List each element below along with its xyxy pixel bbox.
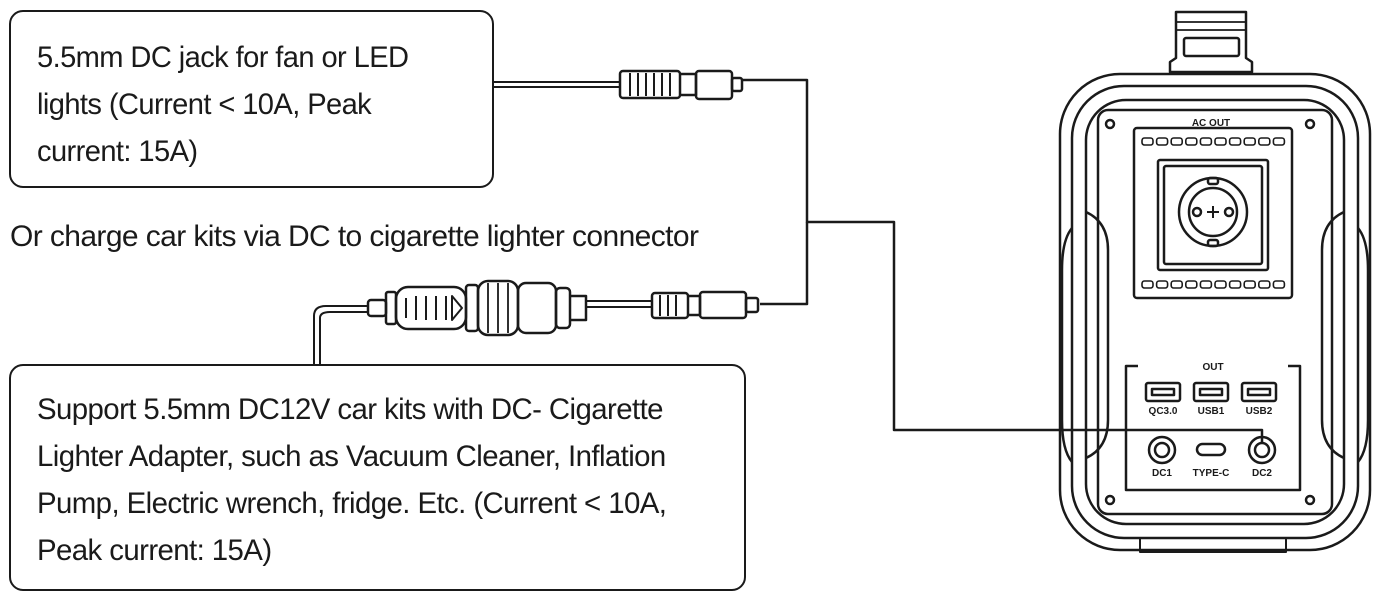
vent-slot [1155, 280, 1169, 289]
vent-row-bottom [1141, 280, 1286, 289]
ac-out-label: AC OUT [1192, 118, 1230, 129]
vent-slot [1258, 137, 1271, 146]
usb-port-label-qc30: QC3.0 [1149, 406, 1178, 417]
connection-line-dc-jack [742, 78, 1264, 444]
vent-row-top [1141, 137, 1286, 146]
port-label-type-c: TYPE-C [1193, 468, 1230, 479]
vent-slot [1272, 137, 1286, 146]
power-station [1058, 10, 1372, 553]
vent-slot [1199, 280, 1213, 289]
vent-slot [1155, 137, 1169, 146]
callout-car-kits-line: Support 5.5mm DC12V car kits with DC- Ci… [37, 393, 664, 426]
vent-slot [1185, 280, 1198, 289]
cigarette-adapter-cable [313, 279, 760, 365]
callout-car-kits: Support 5.5mm DC12V car kits with DC- Ci… [9, 364, 746, 591]
connection-line-cigarette [760, 222, 809, 306]
vent-slot [1141, 137, 1154, 146]
vent-slot [1214, 280, 1227, 289]
dc-port-label-dc1: DC1 [1152, 468, 1172, 479]
caption-cigarette-connector: Or charge car kits via DC to cigarette l… [10, 220, 699, 253]
callout-car-kits-line: Pump, Electric wrench, fridge. Etc. (Cur… [37, 487, 667, 520]
vent-slot [1228, 280, 1242, 289]
callout-dc-jack: 5.5mm DC jack for fan or LED lights (Cur… [9, 10, 494, 188]
callout-dc-jack-line: 5.5mm DC jack for fan or LED [37, 41, 409, 74]
usb-port-label-usb1: USB1 [1198, 406, 1225, 417]
dc-port-label-dc2: DC2 [1252, 468, 1272, 479]
callout-car-kits-line: Peak current: 15A) [37, 534, 272, 567]
vent-slot [1228, 137, 1242, 146]
callout-car-kits-line: Lighter Adapter, such as Vacuum Cleaner,… [37, 440, 666, 473]
vent-slot [1272, 280, 1286, 289]
usb-port-label-usb2: USB2 [1246, 406, 1273, 417]
dc-jack-cable [494, 69, 744, 101]
vent-slot [1214, 137, 1227, 146]
callout-dc-jack-line: lights (Current < 10A, Peak [37, 88, 372, 121]
vent-slot [1243, 137, 1256, 146]
vent-slot [1170, 280, 1183, 289]
vent-slot [1199, 137, 1213, 146]
vent-slot [1170, 137, 1183, 146]
vent-slot [1141, 280, 1154, 289]
vent-slot [1243, 280, 1256, 289]
vent-slot [1185, 137, 1198, 146]
callout-dc-jack-line: current: 15A) [37, 135, 198, 168]
vent-slot [1258, 280, 1271, 289]
out-label: OUT [1202, 362, 1223, 373]
